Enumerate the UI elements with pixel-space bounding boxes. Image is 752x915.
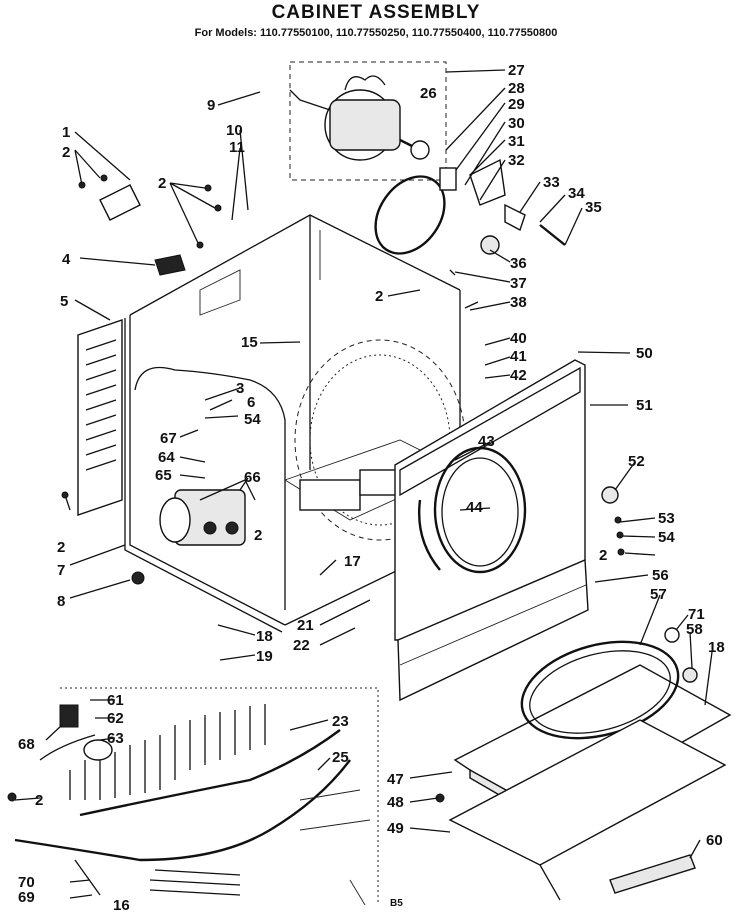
callout-label: 32 [508,152,525,169]
callout-label: 54 [658,529,675,546]
rear-panel [77,319,123,516]
callout-label: 57 [650,586,667,603]
callout-label: 26 [420,85,437,102]
callout-label: 18 [256,628,273,645]
burner-assembly [159,479,256,546]
callout-label: 15 [241,334,258,351]
callout-label: 58 [686,621,703,638]
callout-label: 1 [62,124,70,141]
callout-label: 44 [466,499,483,516]
drive-belt [374,175,446,255]
callout-label: 17 [344,553,361,570]
callout-label: 41 [510,348,527,365]
callout-label: 2 [254,527,262,544]
callout-label: 2 [62,144,70,161]
callout-label: 51 [636,397,653,414]
callout-label: 2 [35,792,43,809]
callout-label: 47 [387,771,404,788]
callout-label: 23 [332,713,349,730]
callout-label: 66 [244,469,261,486]
callout-label: 29 [508,96,525,113]
callout-label: 2 [599,547,607,564]
callout-label: 37 [510,275,527,292]
callout-label: 43 [478,433,495,450]
model-numbers: For Models: 110.77550100, 110.77550250, … [194,27,558,39]
callout-label: 22 [293,637,310,654]
callout-label: 49 [387,820,404,837]
leader-lines [14,69,713,899]
callout-label: 70 [18,874,35,891]
idler-parts [439,158,566,255]
callout-label: 8 [57,593,65,610]
callout-label: 40 [510,330,527,347]
hardware-screws [7,174,698,803]
callout-label: 3 [236,380,244,397]
callout-label: 9 [207,97,215,114]
callout-label: 4 [62,251,71,268]
callout-label: 25 [332,749,349,766]
callout-label: 27 [508,62,525,79]
callout-labels: 1 2 2 2 2 2 2 2 3 4 5 6 7 8 9 10 11 15 1… [18,62,725,914]
callout-label: 48 [387,794,404,811]
callout-label: 71 [688,606,705,623]
callout-label: 30 [508,115,525,132]
callout-label: 67 [160,430,177,447]
callout-label: 2 [158,175,166,192]
front-panel [394,359,589,702]
callout-label: 64 [158,449,175,466]
callout-label: 21 [297,617,314,634]
callout-label: 11 [229,139,245,156]
callout-label: 7 [57,562,65,579]
callout-label: 53 [658,510,675,527]
callout-label: 2 [375,288,383,305]
callout-label: 2 [57,539,65,556]
diagram-title: CABINET ASSEMBLY [271,2,481,23]
callout-label: 65 [155,467,172,484]
callout-label: 52 [628,453,645,470]
callout-label: 6 [247,394,255,411]
callout-label: 34 [568,185,585,202]
callout-label: 68 [18,736,35,753]
callout-label: 5 [60,293,68,310]
callout-label: 38 [510,294,527,311]
callout-label: 50 [636,345,653,362]
wiring-harness [14,687,379,906]
callout-label: 16 [113,897,130,914]
callout-label: 10 [226,122,243,139]
callout-label: 18 [708,639,725,656]
callout-label: 31 [508,133,525,150]
callout-label: 60 [706,832,723,849]
callout-label: 69 [18,889,35,906]
callout-label: 62 [107,710,124,727]
callout-label: 36 [510,255,527,272]
callout-label: 42 [510,367,527,384]
callout-label: 33 [543,174,560,191]
callout-label: 61 [107,692,124,709]
callout-label: 35 [585,199,602,216]
callout-label: 63 [107,730,124,747]
callout-label: 56 [652,567,669,584]
callout-label: 19 [256,648,273,665]
motor-assembly [289,61,447,181]
callout-label: 54 [244,411,261,428]
door-assembly [448,640,732,901]
footer-code: B5 [390,898,403,909]
callout-label: 28 [508,80,525,97]
